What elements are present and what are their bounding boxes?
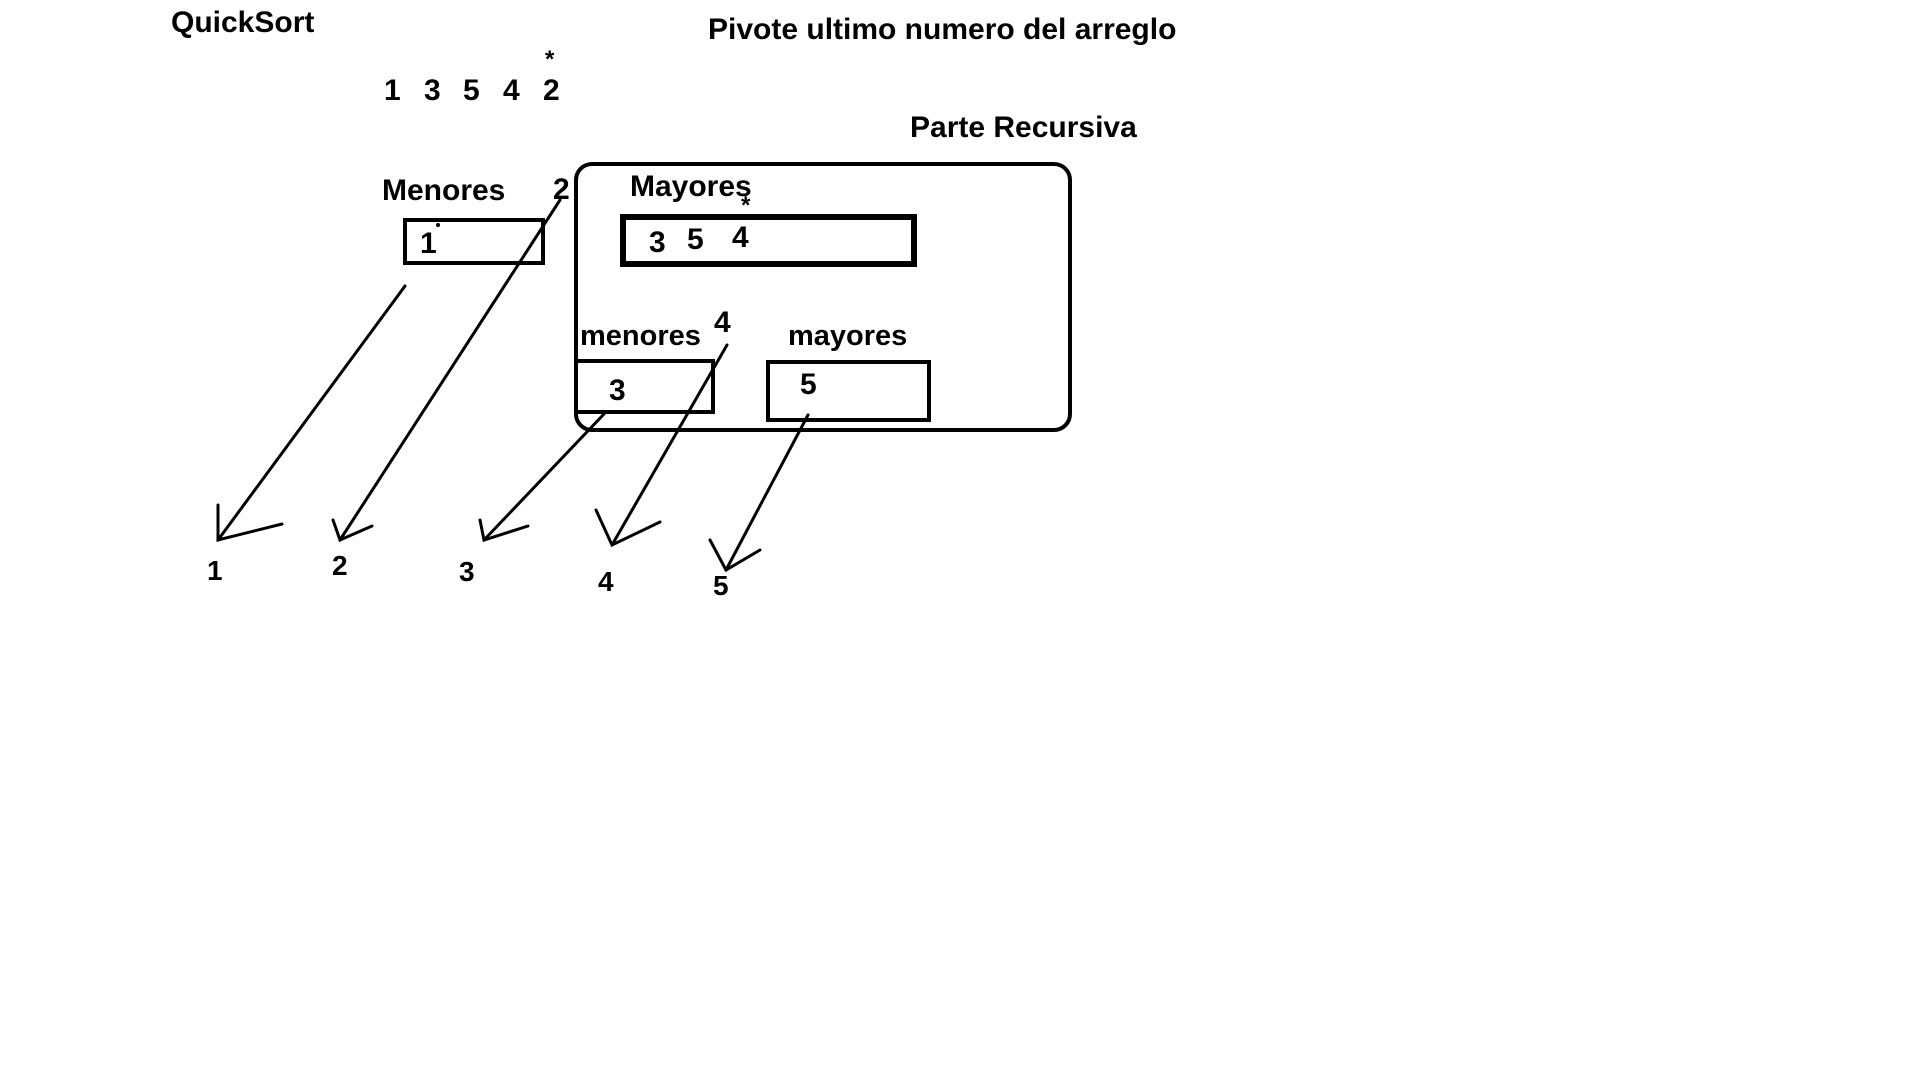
arrow-to-result-4 (594, 343, 729, 548)
initial-array-item-3: 5 (463, 74, 480, 107)
menores-box (403, 218, 545, 265)
arrow-to-result-2 (331, 198, 562, 543)
pivot-marker-initial: * (545, 46, 555, 73)
sorted-result-4: 4 (598, 566, 614, 597)
first-pivot-value: 2 (553, 173, 570, 206)
pivot-note: Pivote ultimo numero del arreglo (708, 13, 1177, 46)
inner-menores-values: 3 (609, 374, 626, 407)
mayores-label: Mayores (630, 170, 752, 203)
mayores-value-1: 3 (649, 226, 666, 259)
diagram-title: QuickSort (171, 6, 315, 39)
mayores-value-2: 5 (687, 223, 704, 256)
sorted-result-1: 1 (207, 555, 223, 586)
menores-box-dot (436, 223, 440, 227)
arrow-to-result-1 (216, 284, 407, 542)
sorted-result-2: 2 (332, 550, 348, 581)
inner-menores-box (574, 359, 715, 414)
inner-mayores-values: 5 (800, 368, 817, 401)
arrow-to-result-5 (708, 413, 810, 573)
initial-array-item-1: 1 (384, 74, 401, 107)
mayores-value-3: 4 (732, 221, 749, 254)
initial-array-item-5: 2 (543, 74, 560, 107)
inner-mayores-label: mayores (788, 320, 908, 352)
sorted-result-3: 3 (459, 556, 475, 587)
arrow-to-result-3 (478, 412, 606, 542)
menores-label: Menores (382, 174, 506, 207)
inner-mayores-box (766, 360, 931, 422)
mayores-box (620, 214, 917, 267)
recursive-part-container (574, 162, 1072, 432)
initial-array-item-4: 4 (503, 74, 520, 107)
recursive-part-label: Parte Recursiva (910, 111, 1137, 144)
sorted-result-5: 5 (713, 570, 729, 601)
inner-menores-label: menores (580, 320, 701, 352)
second-pivot-value: 4 (714, 306, 731, 339)
pivot-marker-mayores: * (741, 192, 751, 219)
initial-array-item-2: 3 (424, 74, 441, 107)
menores-values: 1 (420, 227, 437, 260)
